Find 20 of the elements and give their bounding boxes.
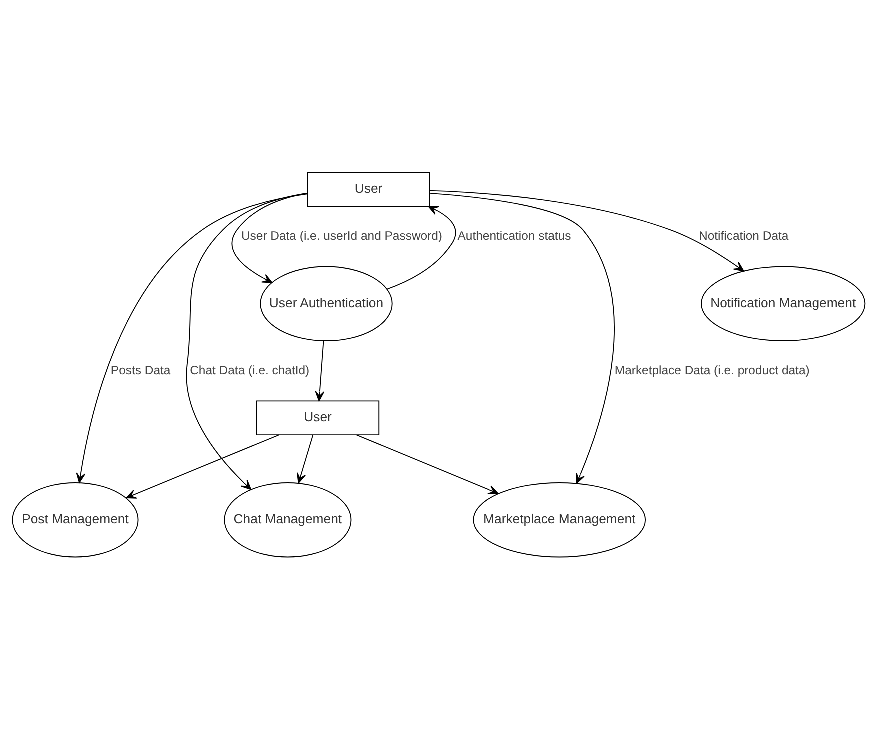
- node-ellipse: Chat Management: [224, 482, 352, 558]
- edge-label: Authentication status: [458, 228, 572, 242]
- node-ellipse: Marketplace Management: [473, 482, 646, 558]
- arrow: [126, 434, 280, 498]
- arrow: [430, 192, 615, 484]
- arrow: [296, 434, 314, 484]
- arrow: [186, 192, 308, 490]
- edge-label: Chat Data (i.e. chatId): [190, 362, 310, 377]
- arrow: [386, 206, 456, 290]
- edge-label: Notification Data: [699, 228, 789, 242]
- edge-label: Posts Data: [110, 362, 171, 377]
- edge-label: Marketplace Data (i.e. product data): [614, 362, 810, 377]
- node-box: User: [307, 172, 430, 207]
- arrow: [315, 340, 325, 402]
- arrow: [76, 193, 308, 483]
- arrow: [356, 434, 499, 494]
- node-box: User: [256, 400, 380, 435]
- arrow: [429, 190, 744, 272]
- edge-label: User Data (i.e. userId and Password): [241, 228, 443, 242]
- node-ellipse: Notification Management: [701, 266, 866, 341]
